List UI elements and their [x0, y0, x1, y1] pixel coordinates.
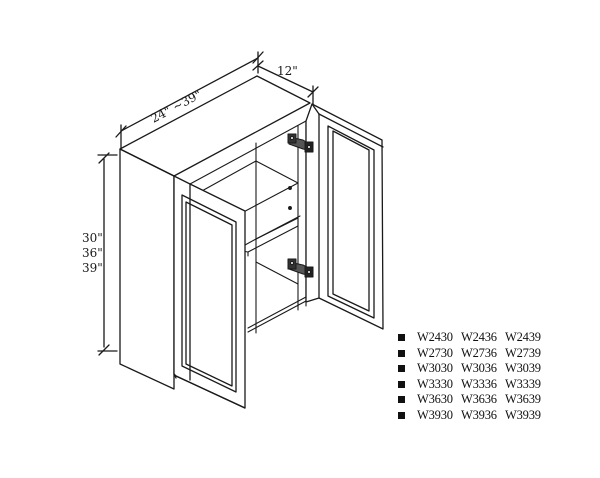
bullet-square-icon: [398, 365, 405, 373]
model-code: W3639: [505, 392, 541, 407]
left-door: [173, 175, 246, 409]
model-row: W3030 W3036 W3039: [398, 361, 588, 377]
model-code: W3330: [417, 376, 453, 391]
model-code: W3630: [417, 392, 453, 407]
model-code: W3339: [505, 376, 541, 391]
lower-hinge-icon: [287, 258, 314, 278]
height-label-3: 39": [82, 261, 103, 275]
bullet-square-icon: [398, 380, 405, 388]
model-code: W3039: [505, 361, 541, 376]
height-label-1: 30": [82, 231, 103, 245]
model-row: W2430 W2436 W2439: [398, 330, 588, 346]
model-code: W2736: [461, 345, 497, 360]
model-code: W2730: [417, 345, 453, 360]
right-door: [305, 103, 384, 330]
bullet-square-icon: [398, 334, 405, 342]
model-code: W3936: [461, 407, 497, 422]
bullet-square-icon: [398, 349, 405, 357]
model-code: W2436: [461, 330, 497, 345]
model-code: W3930: [417, 407, 453, 422]
model-row: W2730 W2736 W2739: [398, 346, 588, 362]
cabinet-left-side: [119, 148, 175, 390]
cabinet-top: [119, 75, 311, 177]
bullet-square-icon: [398, 396, 405, 404]
model-row: W3630 W3636 W3639: [398, 392, 588, 408]
depth-dimension: [252, 60, 319, 105]
model-code: W2430: [417, 330, 453, 345]
height-label-2: 36": [82, 246, 103, 260]
bullet-square-icon: [398, 411, 405, 419]
model-code: W3336: [461, 376, 497, 391]
upper-hinge-icon: [287, 133, 314, 153]
model-row: W3930 W3936 W3939: [398, 408, 588, 424]
model-code: W3036: [461, 361, 497, 376]
model-code: W2739: [505, 345, 541, 360]
width-dimension: [115, 51, 264, 149]
model-code: W3030: [417, 361, 453, 376]
model-code: W2439: [505, 330, 541, 345]
model-code: W3636: [461, 392, 497, 407]
depth-label: 12": [277, 64, 298, 78]
model-number-list: W2430 W2436 W2439 W2730 W2736 W2739 W303…: [398, 330, 588, 423]
model-row: W3330 W3336 W3339: [398, 377, 588, 393]
height-dimension: [97, 152, 118, 356]
width-label: 24" ~39": [148, 87, 204, 125]
model-code: W3939: [505, 407, 541, 422]
